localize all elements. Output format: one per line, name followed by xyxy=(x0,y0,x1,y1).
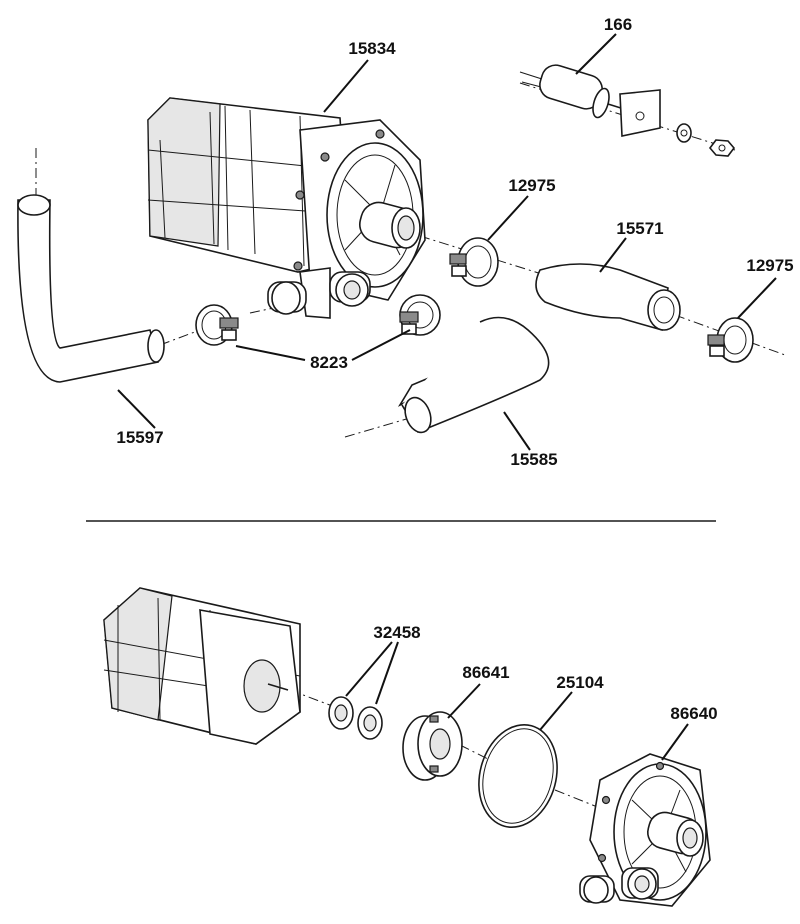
label-15834: 15834 xyxy=(348,39,396,58)
label-15585: 15585 xyxy=(510,450,557,469)
part-labels-bottom: 32458 86641 25104 86640 xyxy=(373,623,717,723)
part-motor-disassembled xyxy=(103,587,301,745)
part-25104-o-ring xyxy=(478,724,558,828)
label-15571: 15571 xyxy=(616,219,663,238)
part-labels-top: 166 15834 12975 15571 12975 8223 15597 1… xyxy=(116,15,793,469)
label-12975-upper: 12975 xyxy=(508,176,555,195)
part-86641-seal-housing xyxy=(402,711,463,781)
part-12975-clamp-right xyxy=(707,317,754,363)
label-8223: 8223 xyxy=(310,353,348,372)
label-86641: 86641 xyxy=(462,663,509,682)
leader-lines-bottom xyxy=(345,641,689,761)
part-8223-clamp-right xyxy=(399,294,441,336)
part-15834-pump-motor xyxy=(147,97,426,319)
label-32458: 32458 xyxy=(373,623,420,642)
part-15585-hose xyxy=(397,316,550,434)
label-166: 166 xyxy=(604,15,632,34)
label-15597: 15597 xyxy=(116,428,163,447)
label-12975-right: 12975 xyxy=(746,256,793,275)
part-8223-clamp-left xyxy=(195,304,239,346)
part-32458-bearings xyxy=(328,696,383,740)
part-86640-pump-head xyxy=(579,753,711,907)
label-86640: 86640 xyxy=(670,704,717,723)
part-166-capacitor xyxy=(519,64,736,157)
part-12975-clamp-upper xyxy=(449,237,499,287)
leader-lines-top xyxy=(117,33,777,451)
part-15597-hose xyxy=(17,194,165,383)
label-25104: 25104 xyxy=(556,673,604,692)
part-15571-hose xyxy=(535,263,681,332)
